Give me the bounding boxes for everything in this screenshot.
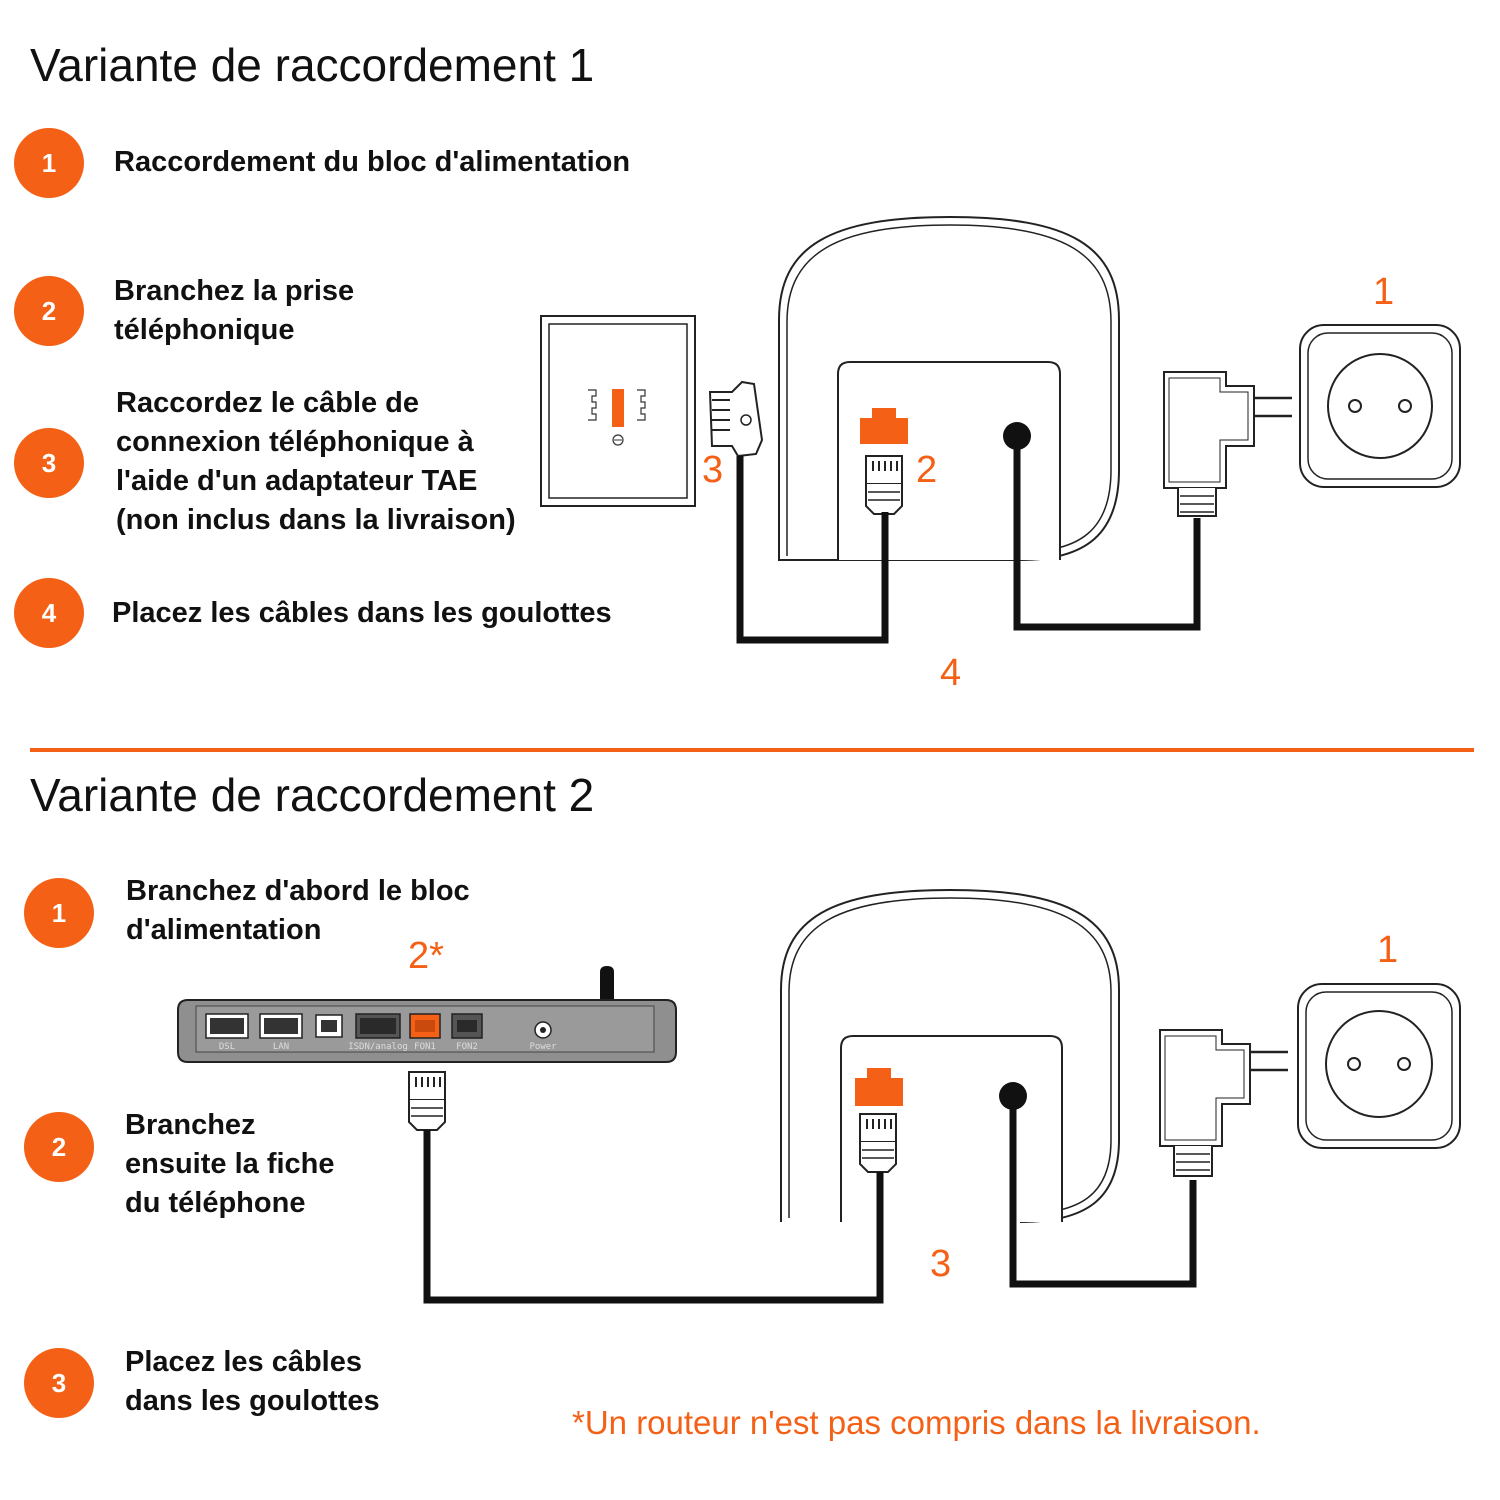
variant2-title: Variante de raccordement 2 bbox=[30, 769, 595, 821]
phone-port-icon bbox=[860, 408, 908, 444]
rj11-plug bbox=[859, 1113, 897, 1173]
variant2-step3-text: Placez les câbles dans les goulottes bbox=[125, 1343, 380, 1421]
base-station bbox=[778, 215, 1120, 561]
router-rj11-plug bbox=[408, 1071, 446, 1131]
tae-plug bbox=[708, 380, 764, 458]
port-label-fon2: FON2 bbox=[456, 1042, 478, 1052]
port-label-dsl: DSL bbox=[219, 1042, 235, 1052]
callout-cables: 3 bbox=[930, 1243, 951, 1285]
step-line: Raccordez le câble de bbox=[116, 387, 420, 419]
power-adapter bbox=[1163, 371, 1292, 517]
variant2-step2-badge: 2 bbox=[24, 1112, 94, 1182]
step-line: du téléphone bbox=[125, 1187, 306, 1219]
variant1-illustration: 1 2 3 4 bbox=[540, 215, 1461, 694]
step-line: ensuite la fiche bbox=[125, 1148, 335, 1180]
wall-outlet bbox=[1299, 324, 1461, 488]
step-line: dans les goulottes bbox=[125, 1385, 380, 1417]
callout-tae: 3 bbox=[702, 449, 723, 491]
power-cable bbox=[1013, 448, 1201, 631]
variant2-step1-badge: 1 bbox=[24, 878, 94, 948]
wall-outlet bbox=[1297, 983, 1461, 1149]
callout-router-port: 2* bbox=[408, 935, 444, 977]
footnote: *Un routeur n'est pas compris dans la li… bbox=[572, 1404, 1261, 1441]
step-line: d'alimentation bbox=[126, 914, 322, 946]
step-line: l'aide d'un adaptateur TAE bbox=[116, 465, 478, 497]
phone-port-icon bbox=[855, 1068, 903, 1106]
callout-cables: 4 bbox=[940, 652, 961, 694]
variant1-step2-badge: 2 bbox=[14, 276, 84, 346]
variant1-step3-badge: 3 bbox=[14, 428, 84, 498]
step-line: connexion téléphonique à bbox=[116, 426, 474, 458]
callout-outlet: 1 bbox=[1377, 929, 1398, 971]
variant1-step4-text: Placez les câbles dans les goulottes bbox=[112, 594, 612, 633]
variant2-step2-text: Branchez ensuite la fiche du téléphone bbox=[125, 1106, 335, 1223]
step-line: Raccordement du bloc d'alimentation bbox=[114, 146, 631, 178]
variant2-step1-text: Branchez d'abord le bloc d'alimentation bbox=[126, 872, 470, 950]
callout-outlet: 1 bbox=[1373, 271, 1394, 313]
port-label-isdn: ISDN/analog bbox=[348, 1042, 408, 1052]
router: DSL LAN ISDN/analog FON1 FON2 Power bbox=[177, 966, 677, 1063]
step-line: (non inclus dans la livraison) bbox=[116, 504, 516, 536]
callout-port: 2 bbox=[916, 449, 937, 491]
phone-cable bbox=[736, 456, 889, 644]
variant1-title: Variante de raccordement 1 bbox=[30, 39, 595, 91]
variant1-step1-badge: 1 bbox=[14, 128, 84, 198]
phone-cable bbox=[423, 1130, 884, 1304]
variant1-step2-text: Branchez la prise téléphonique bbox=[114, 272, 354, 350]
step-line: Placez les câbles bbox=[125, 1346, 362, 1378]
port-label-fon1: FON1 bbox=[414, 1042, 436, 1052]
power-port-icon bbox=[1003, 422, 1031, 450]
step-line: téléphonique bbox=[114, 314, 295, 346]
step-line: Branchez la prise bbox=[114, 275, 355, 307]
step-line: Branchez d'abord le bloc bbox=[126, 875, 470, 907]
step-line: Placez les câbles dans les goulottes bbox=[112, 597, 612, 629]
base-station bbox=[780, 888, 1120, 1223]
step-line: Branchez bbox=[125, 1109, 256, 1141]
variant2-illustration: DSL LAN ISDN/analog FON1 FON2 Power bbox=[177, 888, 1461, 1304]
port-label-power: Power bbox=[529, 1042, 557, 1052]
variant2-step3-badge: 3 bbox=[24, 1348, 94, 1418]
variant1-step1-text: Raccordement du bloc d'alimentation bbox=[114, 143, 630, 182]
power-cable bbox=[1009, 1108, 1197, 1288]
rj11-plug bbox=[865, 455, 903, 515]
power-port-icon bbox=[999, 1082, 1027, 1110]
section-divider bbox=[30, 748, 1474, 752]
port-label-lan: LAN bbox=[273, 1042, 289, 1052]
power-adapter bbox=[1159, 1029, 1288, 1177]
tae-wall-socket bbox=[540, 315, 696, 507]
variant1-step4-badge: 4 bbox=[14, 578, 84, 648]
variant1-step3-text: Raccordez le câble de connexion téléphon… bbox=[116, 384, 516, 540]
